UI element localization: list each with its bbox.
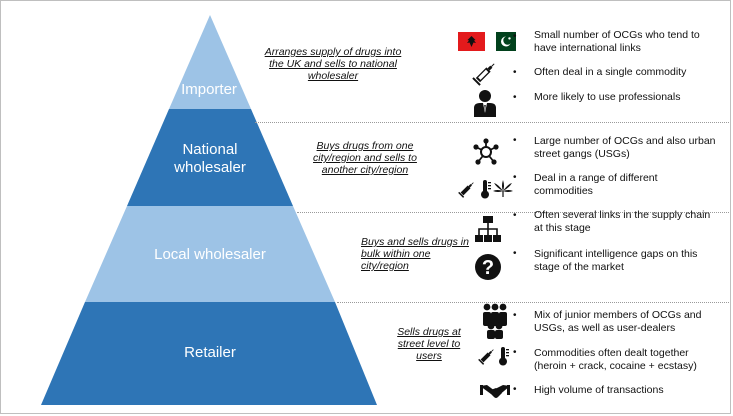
- question-mark-icon: ?: [474, 253, 502, 286]
- level-description-local-wholesaler: Buys and sells drugs in bulk within one …: [361, 236, 469, 272]
- bullet-text: Often several links in the supply chain …: [534, 209, 711, 234]
- syringe-icon: [458, 180, 476, 203]
- professional-person-icon: [473, 89, 497, 122]
- bullet-text: Small number of OCGs who tend to have in…: [534, 29, 700, 54]
- bullet-dot: •: [513, 384, 517, 395]
- level-label-local-wholesaler: Local wholesaler: [154, 246, 266, 263]
- separator-local-retailer: [337, 302, 729, 303]
- level-label-national-wholesaler: National wholesaler: [174, 141, 246, 176]
- level-label-retailer: Retailer: [184, 344, 236, 361]
- syringe-icon: [478, 347, 496, 370]
- level-description-national-wholesaler: Buys drugs from one city/region and sell…: [313, 140, 417, 176]
- bullet-text: Deal in a range of different commodities: [534, 172, 658, 197]
- thermometer-icon: [496, 346, 510, 371]
- bullet-dot: •: [513, 92, 517, 103]
- bullet-dot: •: [513, 67, 517, 78]
- hierarchy-chart-icon: [474, 215, 502, 248]
- pyramid-tier-local-wholesaler: [85, 206, 335, 302]
- handshake-icon: [480, 382, 510, 407]
- bullet-dot: •: [513, 172, 517, 183]
- albania-flag-icon: [458, 32, 485, 56]
- pakistan-flag-icon: [489, 32, 516, 56]
- bullet-text: Mix of junior members of OCGs and USGs, …: [534, 309, 702, 334]
- group-of-people-icon: [481, 303, 509, 344]
- thermometer-icon: [478, 179, 492, 204]
- bullet-dot: •: [513, 248, 517, 259]
- separator-national-local: [297, 212, 729, 213]
- level-label-importer: Importer: [181, 81, 237, 98]
- level-description-retailer: Sells drugs at street level to users: [397, 326, 461, 362]
- bullet-text: Significant intelligence gaps on this st…: [534, 248, 698, 273]
- bullet-dot: •: [513, 135, 517, 146]
- bullet-dot: •: [513, 210, 517, 221]
- separator-importer-national: [255, 122, 729, 123]
- pyramid-tier-national-wholesaler: [127, 109, 293, 206]
- bullet-text: More likely to use professionals: [534, 91, 681, 103]
- bullet-dot: •: [513, 347, 517, 358]
- pyramid-tier-retailer: [41, 302, 377, 405]
- level-description-importer: Arranges supply of drugs into the UK and…: [264, 46, 402, 82]
- syringe-icon: [472, 60, 498, 91]
- bullet-dot: •: [513, 31, 517, 42]
- svg-text:?: ?: [482, 257, 494, 279]
- bullet-text: Often deal in a single commodity: [534, 66, 687, 78]
- pyramid-tier-importer: [169, 15, 251, 109]
- bullet-text: Large number of OCGs and also urban stre…: [534, 135, 716, 160]
- bullet-text: High volume of transactions: [534, 384, 664, 396]
- network-icon: [472, 138, 500, 171]
- bullet-text: Commodities often dealt together (heroin…: [534, 347, 697, 372]
- cannabis-leaf-icon: [492, 177, 514, 204]
- bullet-dot: •: [513, 310, 517, 321]
